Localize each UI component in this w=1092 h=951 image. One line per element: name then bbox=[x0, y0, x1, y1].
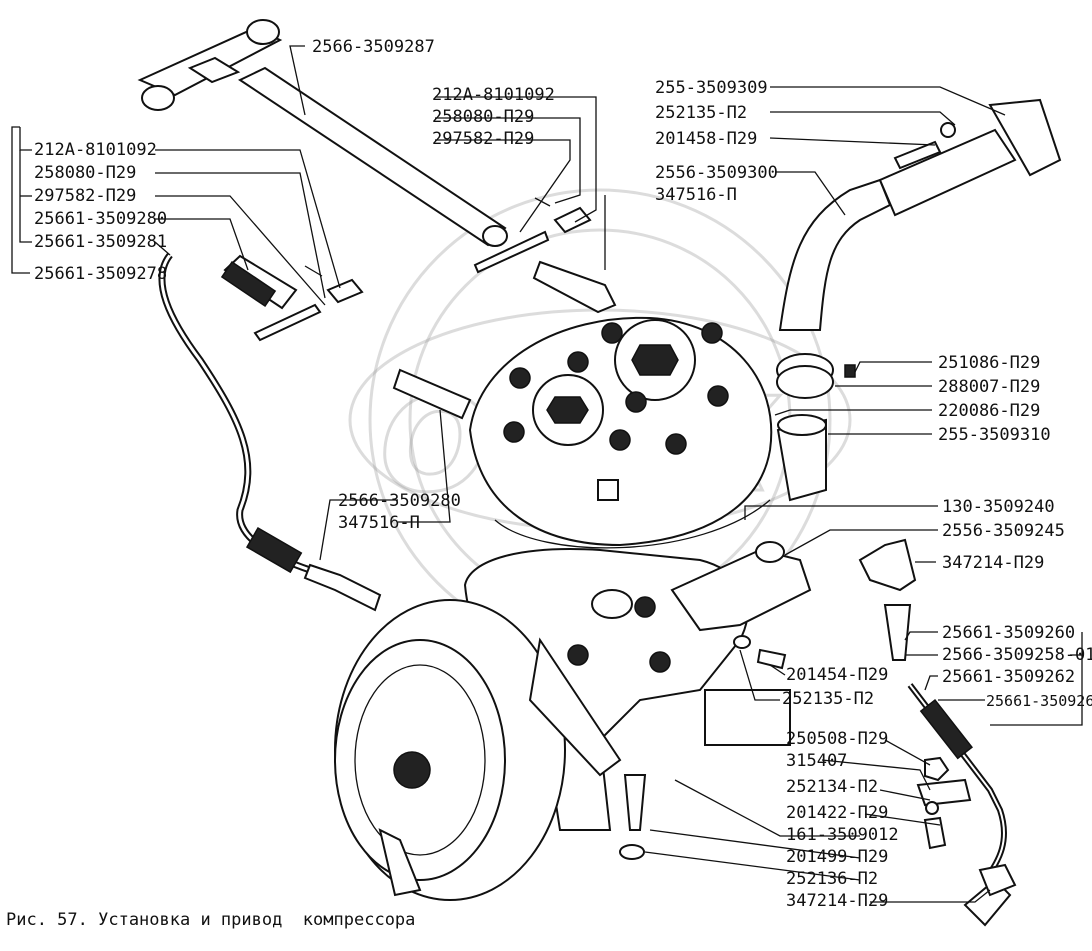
label-201458: 201458-П29 bbox=[655, 129, 757, 149]
hose-sleeve-25661 bbox=[220, 254, 298, 310]
compressor-body bbox=[463, 548, 791, 831]
label-251086: 251086-П29 bbox=[938, 353, 1040, 373]
t-pipe-fitting bbox=[137, 19, 283, 111]
label-201422: 201422-П29 bbox=[786, 803, 888, 823]
label-255-3509310: 255-3509310 bbox=[938, 425, 1051, 445]
label-258080-top: 258080-П29 bbox=[432, 107, 534, 127]
label-2566-3509280: 2566-3509280 bbox=[338, 491, 461, 511]
label-347214-bottom: 347214-П29 bbox=[786, 891, 888, 911]
compressor-head bbox=[468, 316, 773, 549]
part-labels: 2566-3509287 212А-8101092 258080-П29 297… bbox=[34, 37, 1092, 911]
clamp-parts-left bbox=[253, 265, 364, 342]
label-220086: 220086-П29 bbox=[938, 401, 1040, 421]
label-288007: 288007-П29 bbox=[938, 377, 1040, 397]
elbow-347214-mid bbox=[858, 538, 917, 592]
label-347516-top: 347516-П bbox=[655, 185, 737, 205]
label-347516-low: 347516-П bbox=[338, 513, 420, 533]
label-2556-3509300: 2556-3509300 bbox=[655, 163, 778, 183]
label-252134: 252134-П2 bbox=[786, 777, 878, 797]
label-25661-3509260: 25661-3509260 bbox=[942, 623, 1075, 643]
label-2566-3509287: 2566-3509287 bbox=[312, 37, 435, 57]
label-25661-3509261: 25661-3509261 bbox=[986, 692, 1092, 710]
label-297582-top: 297582-П29 bbox=[432, 129, 534, 149]
label-25661-3509262: 25661-3509262 bbox=[942, 667, 1075, 687]
bracket-2556-3509245 bbox=[670, 541, 812, 632]
fitting-left-head bbox=[392, 368, 472, 420]
label-252135-top: 252135-П2 bbox=[655, 103, 747, 123]
label-201454: 201454-П29 bbox=[786, 665, 888, 685]
label-201499: 201499-П29 bbox=[786, 847, 888, 867]
tube-assembly-right bbox=[883, 604, 1017, 927]
small-hardware bbox=[619, 635, 972, 860]
label-315407: 315407 bbox=[786, 751, 847, 771]
clamp-parts-top bbox=[473, 197, 592, 274]
label-25661-3509278: 25661-3509278 bbox=[34, 264, 167, 284]
label-252135-low: 252135-П2 bbox=[782, 689, 874, 709]
air-tube-left bbox=[158, 252, 382, 612]
label-212a-8101092-top: 212А-8101092 bbox=[432, 85, 555, 105]
figure-caption: Рис. 57. Установка и привод компрессора bbox=[6, 910, 416, 930]
label-2556-3509245: 2556-3509245 bbox=[942, 521, 1065, 541]
fitting-top-head bbox=[532, 260, 617, 314]
pulley bbox=[334, 599, 622, 901]
label-25661-3509280: 25661-3509280 bbox=[34, 209, 167, 229]
label-130-3509240: 130-3509240 bbox=[942, 497, 1055, 517]
label-252136: 252136-П2 bbox=[786, 869, 878, 889]
label-297582-left: 297582-П29 bbox=[34, 186, 136, 206]
label-250508: 250508-П29 bbox=[786, 729, 888, 749]
pipe-2556-3509300 bbox=[778, 98, 1062, 331]
label-25661-3509281: 25661-3509281 bbox=[34, 232, 167, 252]
label-161-3509012: 161-3509012 bbox=[786, 825, 899, 845]
bolt-201458 bbox=[893, 122, 956, 170]
label-258080-left: 258080-П29 bbox=[34, 163, 136, 183]
label-347214-mid: 347214-П29 bbox=[942, 553, 1044, 573]
leader-lines bbox=[11, 45, 1083, 903]
hose-2566-3509287 bbox=[237, 66, 508, 247]
label-2566-3509258-01: 2566-3509258-01 bbox=[942, 645, 1092, 665]
label-255-3509309: 255-3509309 bbox=[655, 78, 768, 98]
clamp-and-sleeve bbox=[776, 353, 856, 502]
label-212a-8101092-left: 212А-8101092 bbox=[34, 140, 157, 160]
